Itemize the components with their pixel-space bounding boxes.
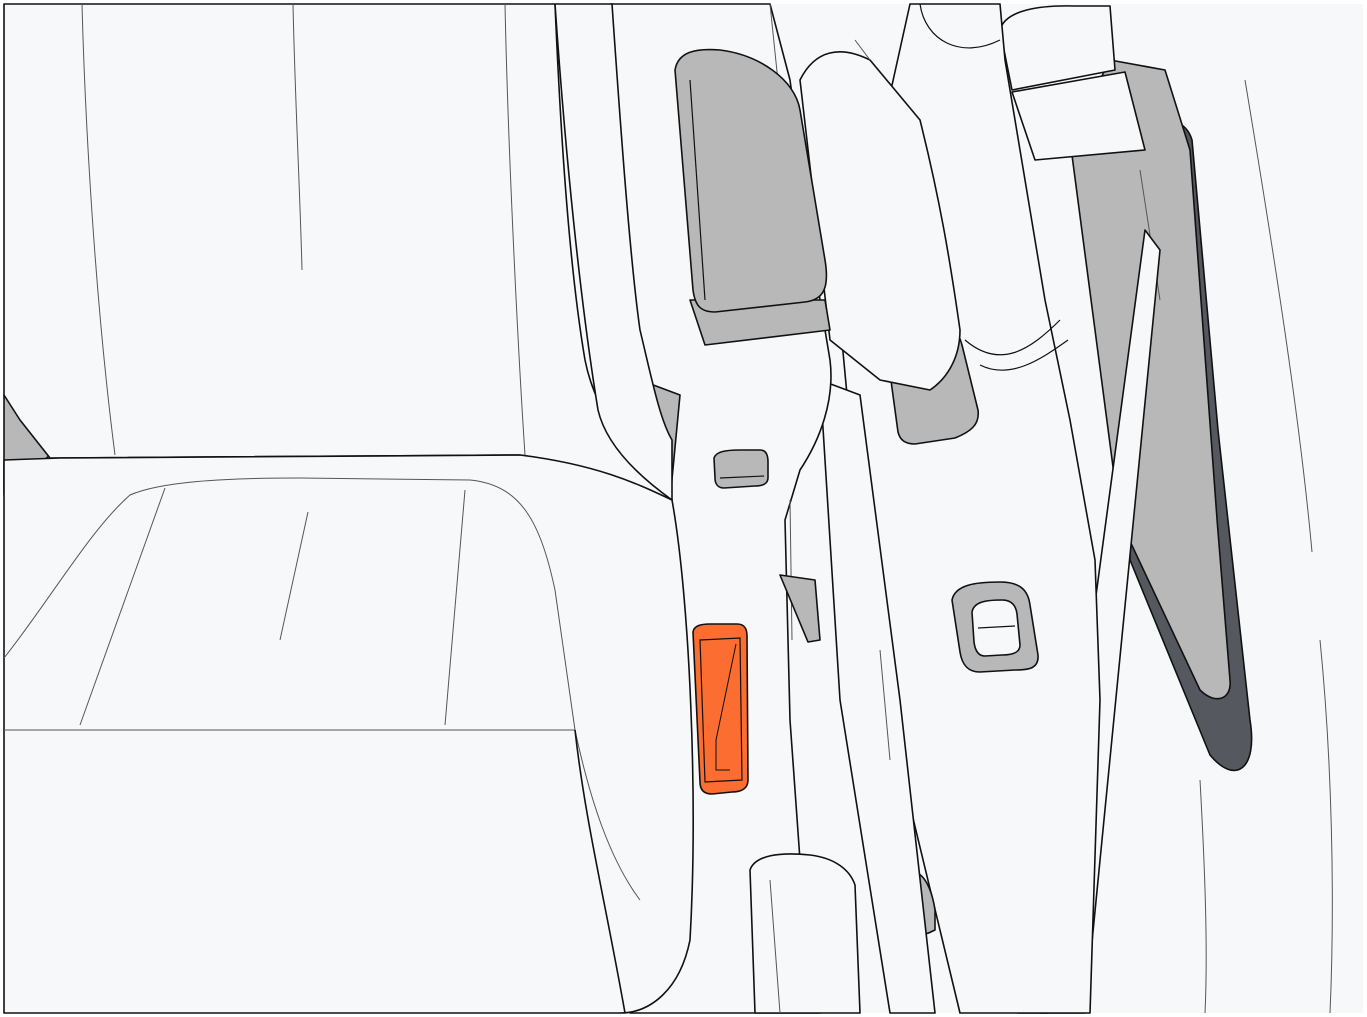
seat-cushion	[4, 455, 693, 1013]
seat-adjustment-lever[interactable]	[693, 624, 748, 794]
console-switch	[714, 450, 768, 488]
window-switch	[952, 582, 1038, 672]
seat-back	[4, 4, 672, 500]
